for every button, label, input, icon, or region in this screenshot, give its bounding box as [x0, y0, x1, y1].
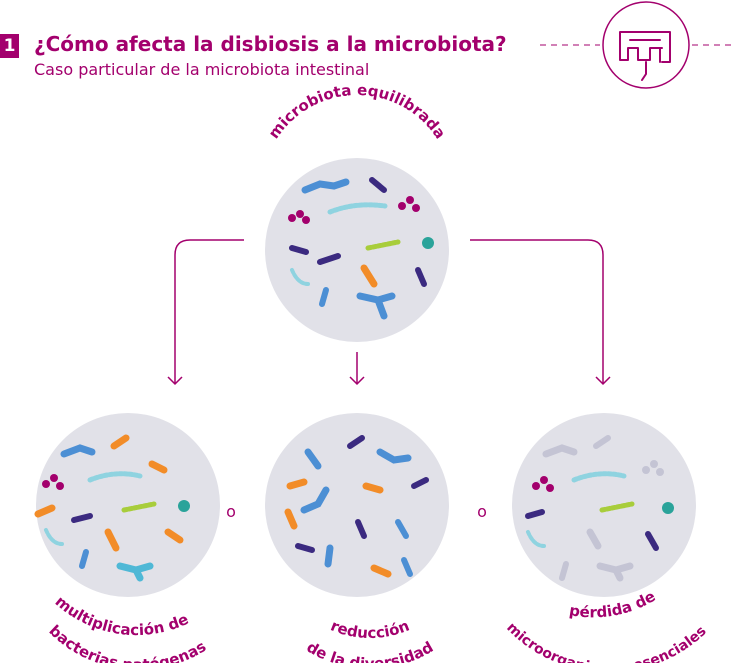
bacteria-diversity: [284, 435, 429, 578]
section-number-badge: 1: [0, 34, 19, 58]
page-title: ¿Cómo afecta la disbiosis a la microbiot…: [34, 32, 507, 56]
label-balanced: microbiota equilibrada: [265, 81, 449, 142]
intestine-icon: [602, 1, 690, 89]
label-pathogens-line1: multiplicación de: [52, 592, 192, 639]
page-subtitle: Caso particular de la microbiota intesti…: [34, 60, 370, 79]
or-label-right: o: [477, 502, 487, 521]
bacteria-pathogens: [34, 434, 184, 582]
circle-loss: [512, 413, 696, 597]
circle-pathogens: [36, 413, 220, 597]
label-diversity-line1: reducción: [328, 617, 412, 643]
bacteria-balanced: [289, 177, 427, 320]
label-loss-line2: microorganismos esenciales: [503, 620, 709, 663]
bacteria-loss: [525, 435, 659, 582]
connector-lines: [167, 239, 611, 386]
or-label-left: o: [226, 502, 236, 521]
